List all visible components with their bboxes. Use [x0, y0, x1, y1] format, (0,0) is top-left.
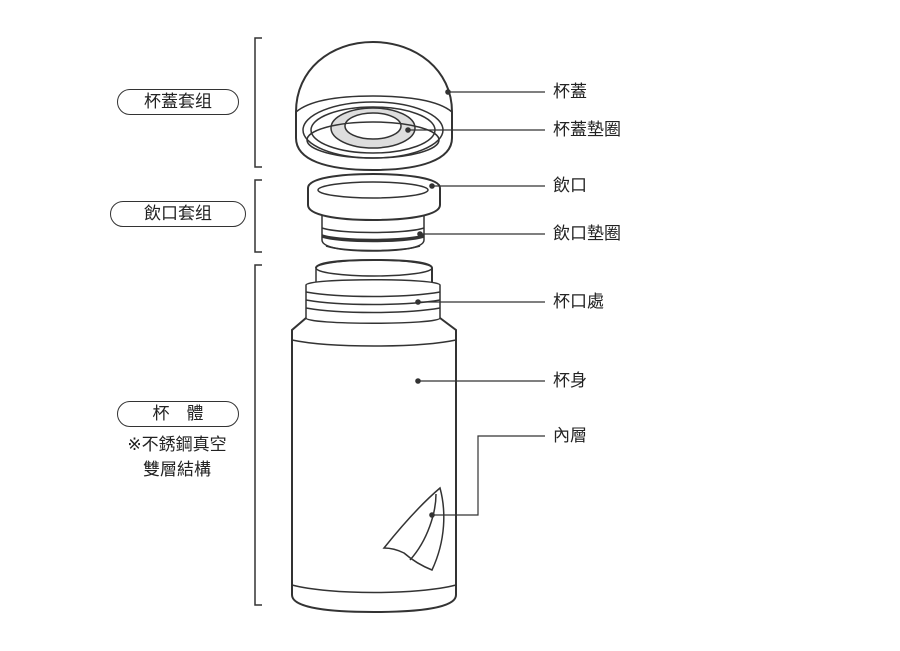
body-label: 杯 體 — [117, 401, 239, 427]
part-spout: 飲口 — [553, 176, 587, 196]
lid-drawing — [295, 40, 453, 172]
lid-set-label: 杯蓋套组 — [117, 89, 239, 115]
part-lid: 杯蓋 — [553, 82, 587, 102]
body-drawing — [291, 258, 457, 614]
part-mouth: 杯口處 — [553, 292, 604, 312]
spout-drawing — [307, 172, 441, 252]
part-body: 杯身 — [553, 371, 587, 391]
body-note-line1: ※不銹鋼真空 — [127, 435, 227, 455]
leader-lines — [405, 89, 545, 518]
part-spout-gasket: 飲口墊圈 — [553, 224, 621, 244]
spout-set-label: 飲口套组 — [110, 201, 246, 227]
part-lid-gasket: 杯蓋墊圈 — [553, 120, 621, 140]
part-inner-layer: 內層 — [553, 426, 587, 446]
body-note-line2: 雙層結構 — [143, 460, 211, 480]
group-brackets — [254, 37, 262, 606]
